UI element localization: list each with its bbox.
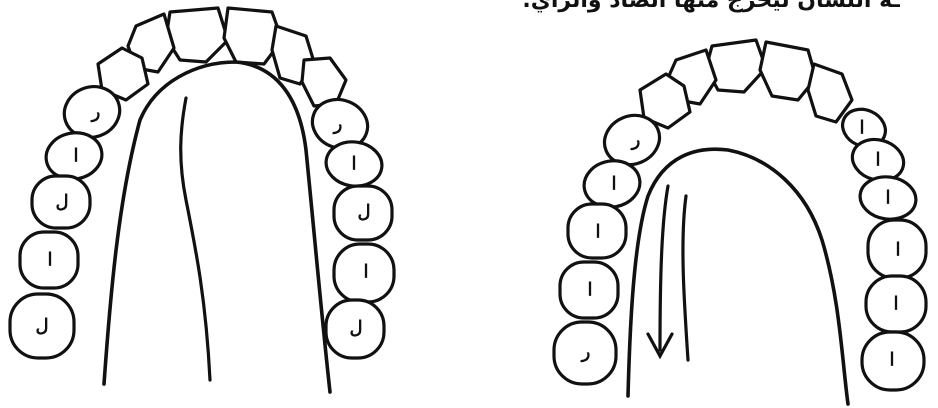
svg-text:ا: ا [875, 150, 880, 171]
svg-text:ل: ل [357, 202, 370, 223]
left-jaw-tooth: ا [334, 244, 394, 302]
svg-text:ا: ا [895, 240, 900, 261]
right-jaw-tooth: ا [568, 204, 626, 258]
left-jaw-tooth: ا [20, 232, 78, 288]
left-jaw-tooth: ل [334, 186, 392, 240]
svg-text:ا: ا [859, 118, 864, 139]
svg-text:ل: ل [55, 192, 68, 213]
left-jaw-tooth: ل [10, 294, 74, 358]
right-jaw-tooth: ا [868, 220, 926, 278]
left-jaw-front-tooth [166, 8, 228, 62]
svg-text:ر: ر [580, 342, 591, 363]
svg-text:ل: ل [349, 318, 362, 339]
svg-text:ا: ا [73, 146, 78, 167]
svg-text:ا: ا [595, 222, 600, 243]
svg-text:ا: ا [885, 188, 890, 209]
left-jaw-tooth: ل [32, 176, 90, 228]
left-jaw-tooth: ل [326, 300, 384, 358]
right-jaw-front-tooth [808, 64, 852, 122]
svg-text:ا: ا [893, 294, 898, 315]
right-jaw-tooth: ا [866, 276, 926, 332]
left-jaw-tongue [104, 62, 330, 392]
svg-text:ا: ا [47, 250, 52, 271]
right-jaw-diagram: ر ا ا ا ر ا ا ا [554, 40, 926, 404]
svg-text:ا: ا [351, 154, 356, 175]
svg-text:ر: ر [630, 130, 641, 151]
right-jaw-tooth: ا [862, 332, 924, 390]
svg-text:ا: ا [363, 262, 368, 283]
svg-text:ا: ا [587, 280, 592, 301]
svg-text:ر: ر [332, 114, 343, 135]
svg-text:ا: ا [611, 174, 616, 195]
svg-text:ا: ا [889, 350, 894, 371]
right-jaw-tooth: ا [857, 173, 918, 222]
right-jaw-tooth: ا [560, 262, 618, 318]
svg-text:ل: ل [35, 316, 48, 337]
svg-text:ر: ر [90, 102, 101, 123]
left-jaw-diagram: ر ا ل ا ل ر ا ل [10, 8, 394, 392]
right-jaw-tooth: ر [554, 322, 616, 384]
